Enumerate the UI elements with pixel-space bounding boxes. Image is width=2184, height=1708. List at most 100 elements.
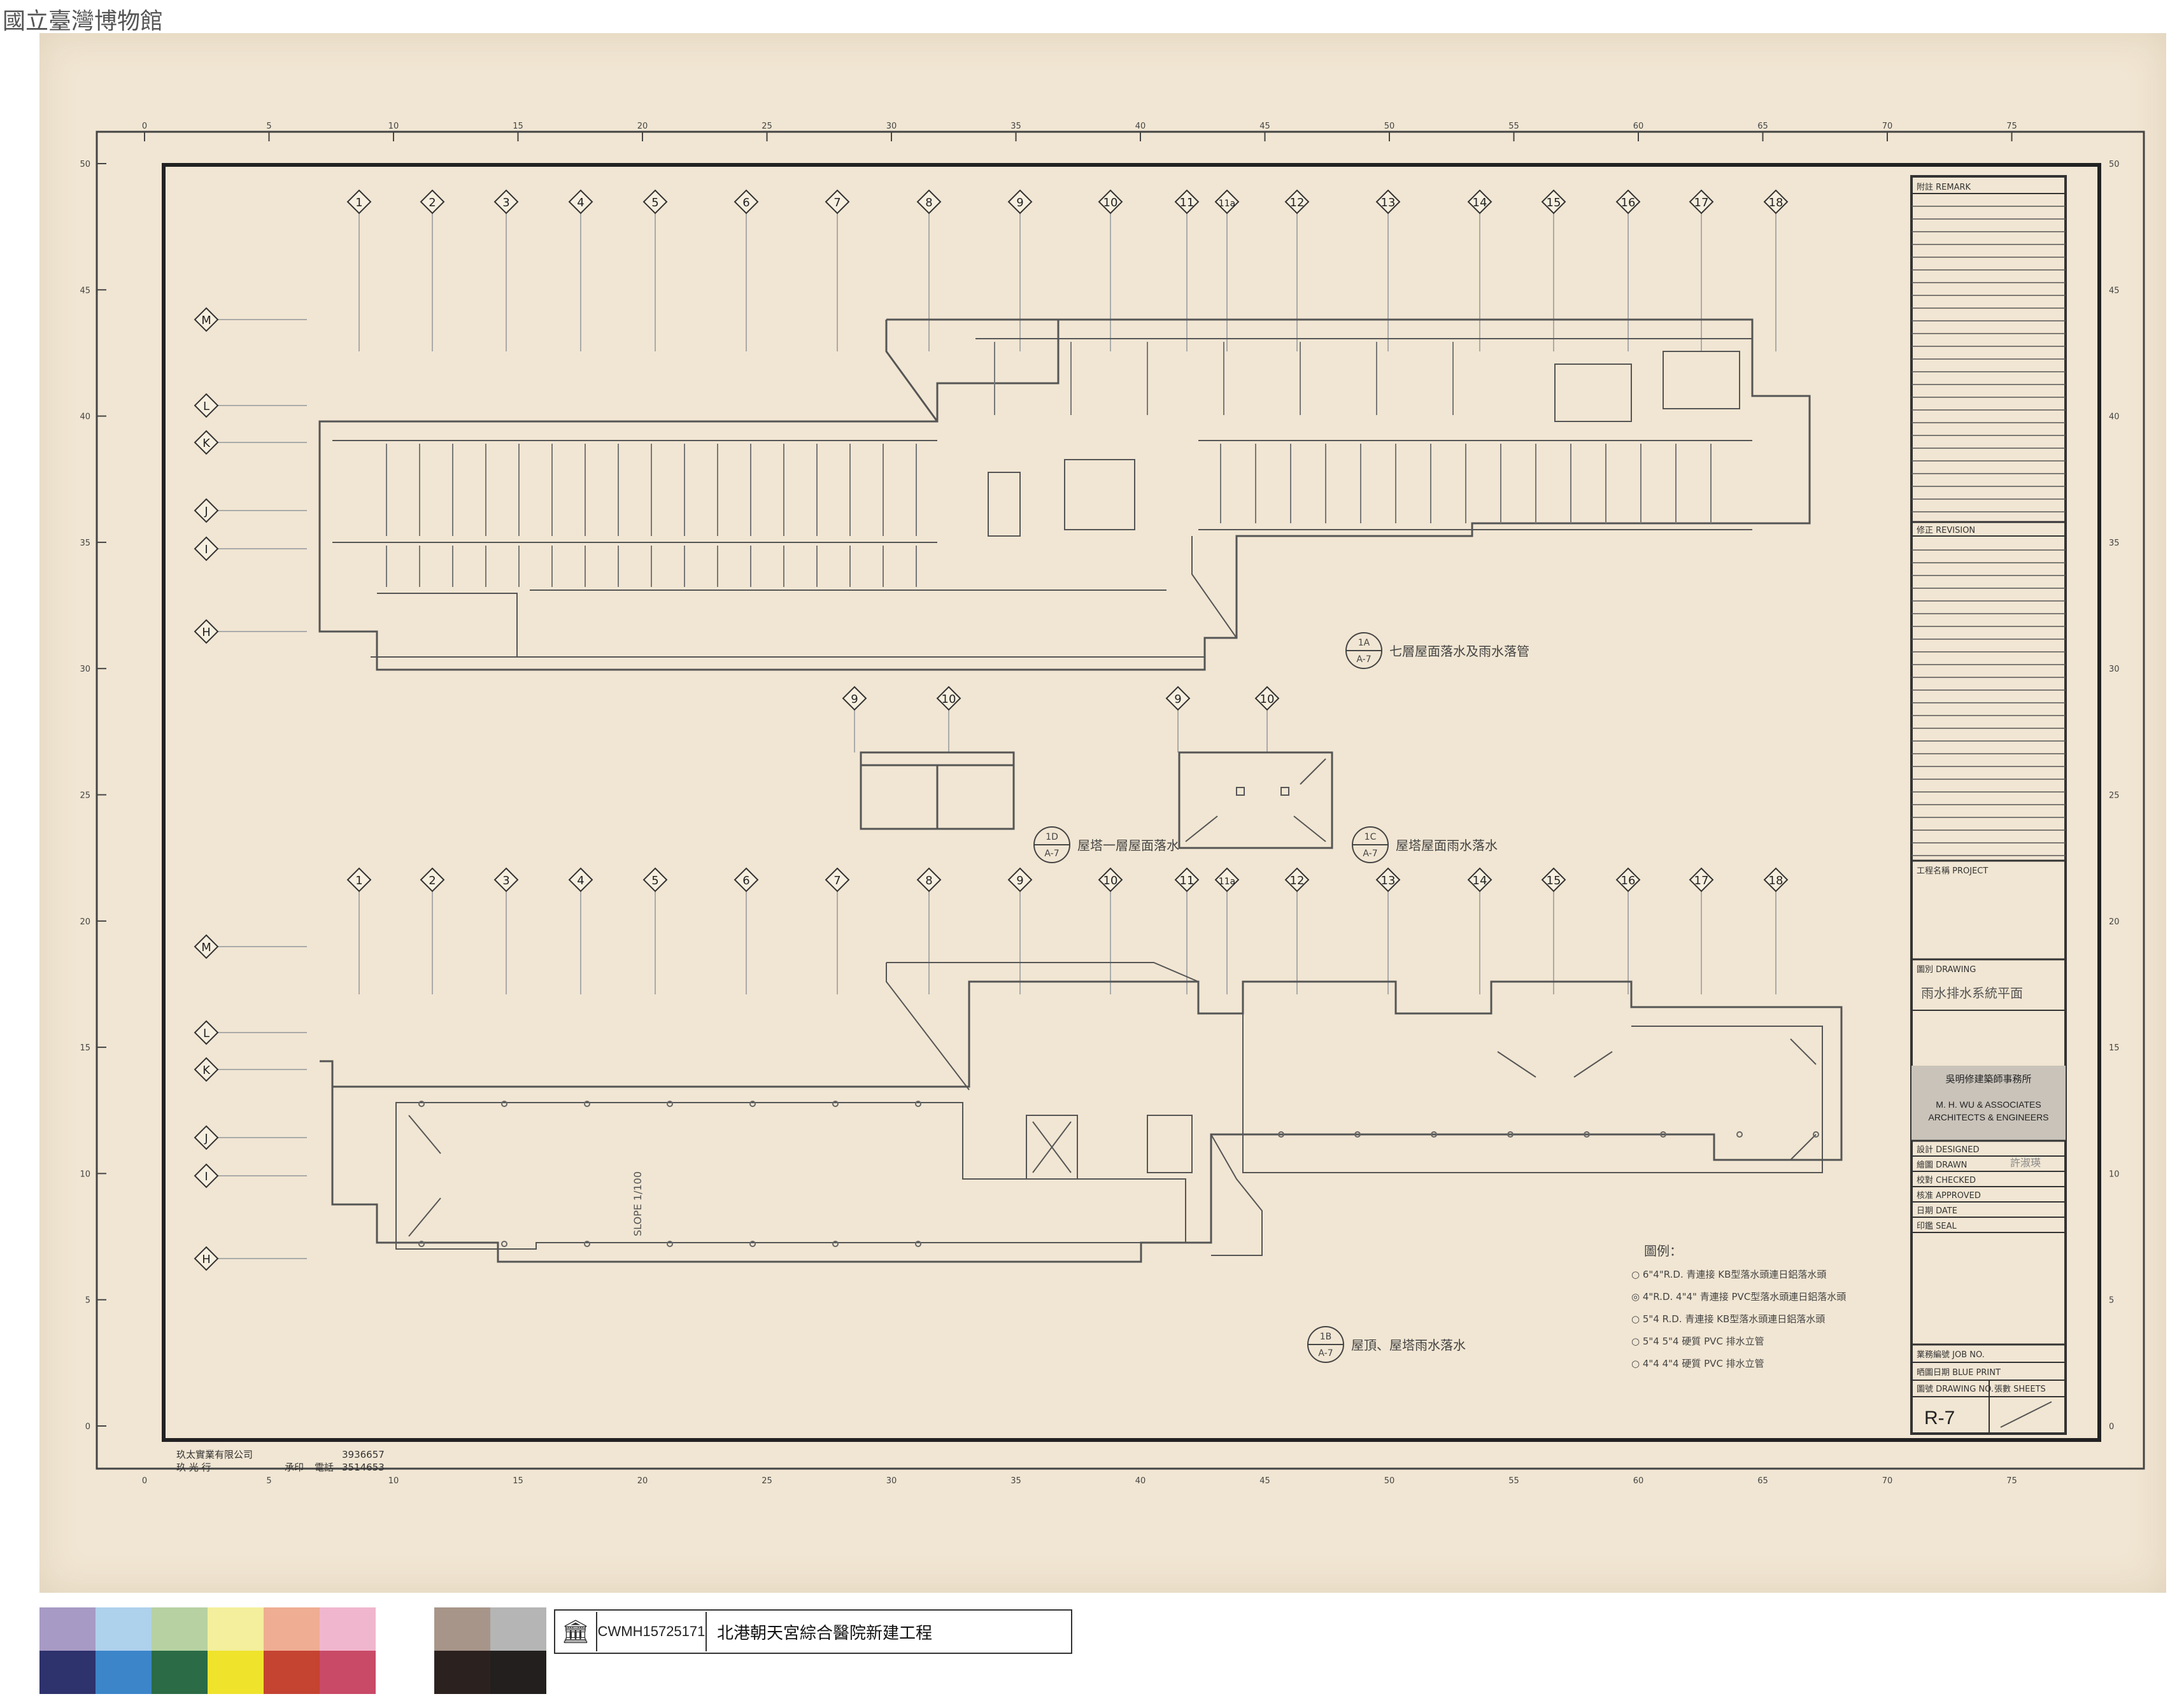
callout-c-sheet: A-7 [1363,849,1377,859]
grid-label-14: 14 [1473,196,1487,209]
ruler-bottom-label-10: 50 [1384,1476,1395,1486]
legend: 圖例： ○ 6"4"R.D. 青連接 KB型落水頭連日鋁落水頭 ◎ 4"R.D.… [1631,1243,1846,1369]
callout-a: 1A A-7 七層屋面落水及雨水落管 [1345,632,1529,669]
ruler-bottom-label-9: 45 [1259,1476,1270,1486]
ruler-top-label-8: 40 [1135,122,1146,131]
grid-bubble-5 [642,189,668,215]
callout-c-ref: 1C [1365,832,1377,842]
upper-plan [318,318,1811,671]
color-swatch [320,1607,376,1651]
row-bubble-M [194,934,219,959]
ruler-right-label-2: 40 [2109,413,2120,422]
grid-bubble-14 [1467,867,1493,893]
row-bubble-I [194,536,219,561]
color-swatch [96,1607,152,1651]
ruler-right-label-1: 45 [2109,286,2120,295]
ruler-top-label-13: 65 [1757,122,1768,131]
callout-d: 1D A-7 屋塔一層屋面落水 [1033,826,1179,863]
ruler-left-label-6: 20 [80,917,90,927]
grid-bubble-8 [916,867,942,893]
ruler-right-label-6: 20 [2109,917,2120,927]
callout-c: 1C A-7 屋塔屋面雨水落水 [1352,826,1498,863]
grid-label-2: 2 [429,196,436,209]
callout-d-sheet: A-7 [1044,849,1059,859]
legend-title: 圖例： [1644,1243,1682,1259]
ruler-top-label-11: 55 [1508,122,1519,131]
ruler-bottom-label-11: 55 [1508,1476,1519,1486]
grid-label-10: 10 [1260,693,1275,706]
row-label-M: M [201,941,211,954]
sheet-code: R-7 [1924,1408,1955,1429]
ruler-top-label-10: 50 [1384,122,1395,131]
ruler-top-label-7: 35 [1010,122,1021,131]
legend-item-4: ○ 5"4 5"4 硬質 PVC 排水立管 [1631,1336,1764,1347]
grid-label-11a: 11a [1219,877,1235,887]
row-label-L: L [203,400,209,413]
row-bubble-K [194,1057,219,1082]
ruler-left-label-1: 45 [80,286,90,295]
grid-label-12: 12 [1290,196,1305,209]
printer-phone-1: 3936657 [342,1449,385,1460]
grid-label-17: 17 [1694,196,1709,209]
ruler-top-label-9: 45 [1259,122,1270,131]
grid-label-4: 4 [577,874,584,887]
ruler-bottom-label-0: 0 [142,1476,147,1486]
callout-b-ref: 1B [1320,1332,1332,1342]
grid-label-15: 15 [1547,196,1561,209]
printer-line1: 玖太實業有限公司 [176,1449,253,1460]
color-swatch [320,1651,376,1694]
grid-bubble-1 [346,867,372,893]
grid-bubble-5 [642,867,668,893]
callout-c-text: 屋塔屋面雨水落水 [1396,838,1498,853]
grid-bubble-18 [1763,189,1789,215]
callout-a-sheet: A-7 [1356,654,1371,665]
grid-label-3: 3 [502,874,509,887]
printer-note: 承印 [285,1462,304,1473]
grid-label-11: 11 [1180,196,1195,209]
ruler-bottom-label-3: 15 [513,1476,523,1486]
ruler-top-label-1: 5 [266,122,271,131]
sign-row-3: 核准 APPROVED [1917,1191,1981,1201]
drawing-title: 雨水排水系統平面 [1921,985,2023,1001]
grid-bubble-11 [1174,189,1200,215]
row-label-H: H [202,1253,211,1266]
ruler-right-label-5: 25 [2109,791,2120,801]
grid-label-13: 13 [1381,196,1396,209]
firm-name-cn: 吳明修建築師事務所 [1945,1073,2031,1085]
grid-bubble-3 [493,189,519,215]
grid-bubble-10 [936,686,961,711]
row-label-H: H [202,626,211,639]
grid-bubble-12 [1284,867,1310,893]
grid-bubble-6 [734,867,759,893]
grid-bubble-2 [420,189,445,215]
grid-bubble-13 [1375,867,1401,893]
grid-label-15: 15 [1547,874,1561,887]
lower-plan [320,962,1843,1263]
grid-label-7: 7 [833,196,840,209]
color-swatch [490,1651,546,1694]
grid-label-18: 18 [1769,196,1783,209]
ruler-left-label-4: 30 [80,665,90,674]
grid-bubble-18 [1763,867,1789,893]
ruler-top-label-14: 70 [1882,122,1893,131]
color-swatch [39,1607,96,1651]
sheets-label: 張數 SHEETS [1994,1385,2046,1394]
drawing-no-label: 圖號 DRAWING NO. [1917,1385,1994,1394]
grid-label-11: 11 [1180,874,1195,887]
color-swatch [152,1651,208,1694]
grid-bubble-14 [1467,189,1493,215]
color-swatch [434,1651,490,1694]
floor-plan-drawing: 0055101015152020252530303535404045455050… [80,122,2145,1486]
grid-label-10: 10 [1103,196,1118,209]
ruler-right-label-3: 35 [2109,539,2120,548]
grid-label-9: 9 [1174,693,1181,706]
row-bubble-J [194,1125,219,1150]
row-bubble-I [194,1163,219,1189]
ruler-top-label-4: 20 [637,122,648,131]
museum-logo-icon: 🏛 [555,1612,597,1651]
row-label-J: J [204,505,208,518]
ruler-bottom-label-5: 25 [762,1476,772,1486]
